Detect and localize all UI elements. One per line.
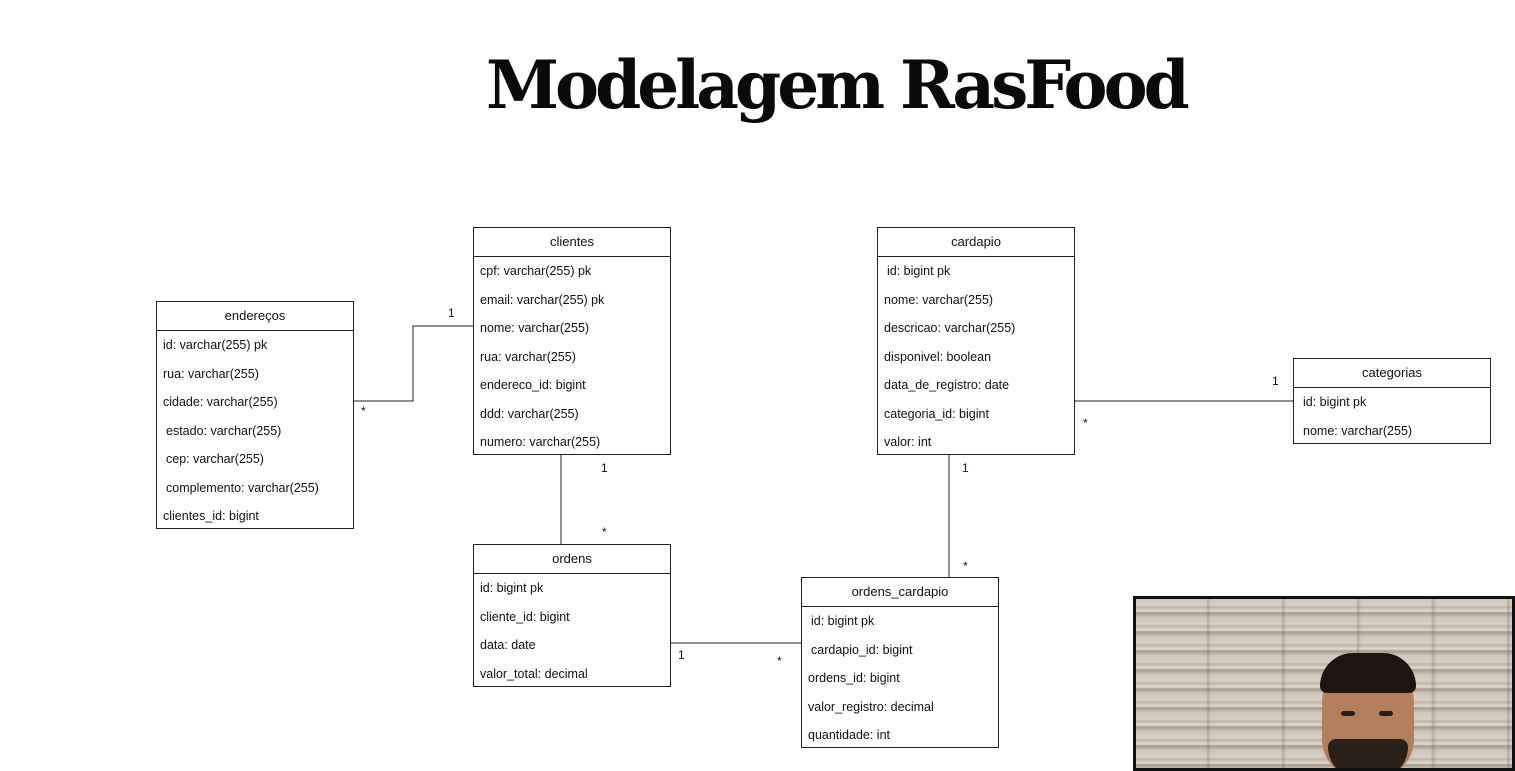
entity-field: categoria_id: bigint: [884, 406, 989, 421]
entity-field: valor_registro: decimal: [808, 699, 934, 714]
presenter-eye: [1341, 711, 1355, 716]
entity-field: cep: varchar(255): [166, 452, 264, 466]
entity-field: nome: varchar(255): [480, 321, 590, 335]
mult-ordens-cardapio-side-left: *: [777, 654, 782, 668]
entity-field: cidade: varchar(255): [163, 395, 278, 409]
entity-header: clientes: [474, 228, 670, 257]
mult-clientes-side-left: 1: [448, 306, 455, 320]
mult-ordens-cardapio-side-top: *: [963, 559, 968, 573]
entity-header: categorias: [1294, 359, 1490, 388]
entity-field: data_de_registro: date: [884, 378, 1010, 392]
entity-field: cliente_id: bigint: [480, 609, 570, 624]
entity-field: cardapio_id: bigint: [811, 642, 913, 657]
entity-header: endereços: [157, 302, 353, 331]
entity-header: ordens: [474, 545, 670, 574]
page-title: Modelagem RasFood: [486, 46, 1190, 124]
entity-clientes[interactable]: clientes cpf: varchar(255) pk email: var…: [473, 227, 671, 455]
entity-field: quantidade: int: [808, 728, 891, 742]
entity-ordens[interactable]: ordens id: bigint pk cliente_id: bigint …: [473, 544, 671, 687]
entity-ordens-cardapio[interactable]: ordens_cardapio id: bigint pk cardapio_i…: [801, 577, 999, 748]
entity-field: nome: varchar(255): [884, 292, 994, 307]
entity-field: valor_total: decimal: [480, 666, 588, 681]
relation-enderecos-clientes: [353, 325, 474, 402]
entity-field: data: date: [480, 638, 536, 652]
entity-field: ordens_id: bigint: [808, 671, 900, 685]
entity-field: ddd: varchar(255): [480, 406, 579, 421]
entity-field: clientes_id: bigint: [163, 509, 259, 523]
entity-field: email: varchar(255) pk: [480, 292, 605, 307]
mult-enderecos-side: *: [361, 404, 366, 418]
entity-field: disponivel: boolean: [884, 349, 992, 364]
entity-enderecos[interactable]: endereços id: varchar(255) pk rua: varch…: [156, 301, 354, 529]
entity-field: nome: varchar(255): [1303, 423, 1413, 438]
entity-field: valor: int: [884, 435, 932, 449]
presenter-eye: [1379, 711, 1393, 716]
entity-field: rua: varchar(255): [480, 349, 576, 364]
entity-field: numero: varchar(255): [480, 435, 601, 449]
entity-field: id: bigint pk: [887, 264, 951, 278]
entity-field: id: varchar(255) pk: [163, 338, 268, 352]
mult-ordens-side-top: *: [602, 525, 607, 539]
entity-field: id: bigint pk: [480, 581, 544, 595]
mult-clientes-side-bottom: 1: [601, 461, 608, 475]
title-area: Modelagem RasFood: [0, 0, 1515, 140]
webcam-overlay: [1133, 596, 1515, 771]
entity-categorias[interactable]: categorias id: bigint pk nome: varchar(2…: [1293, 358, 1491, 444]
entity-header: cardapio: [878, 228, 1074, 257]
mult-categorias-side: 1: [1272, 374, 1279, 388]
entity-field: estado: varchar(255): [166, 423, 282, 438]
mult-cardapio-side-right: *: [1083, 416, 1088, 430]
presenter-beard: [1328, 739, 1408, 768]
presenter-hair: [1320, 653, 1416, 693]
entity-field: descricao: varchar(255): [884, 321, 1016, 335]
entity-field: rua: varchar(255): [163, 366, 259, 381]
mult-cardapio-side-bottom: 1: [962, 461, 969, 475]
entity-header: ordens_cardapio: [802, 578, 998, 607]
mult-ordens-side-right: 1: [678, 648, 685, 662]
entity-field: id: bigint pk: [811, 614, 875, 628]
entity-cardapio[interactable]: cardapio id: bigint pk nome: varchar(255…: [877, 227, 1075, 455]
entity-field: complemento: varchar(255): [166, 480, 319, 495]
entity-field: endereco_id: bigint: [480, 378, 586, 392]
entity-field: cpf: varchar(255) pk: [480, 264, 592, 278]
entity-field: id: bigint pk: [1303, 395, 1367, 409]
